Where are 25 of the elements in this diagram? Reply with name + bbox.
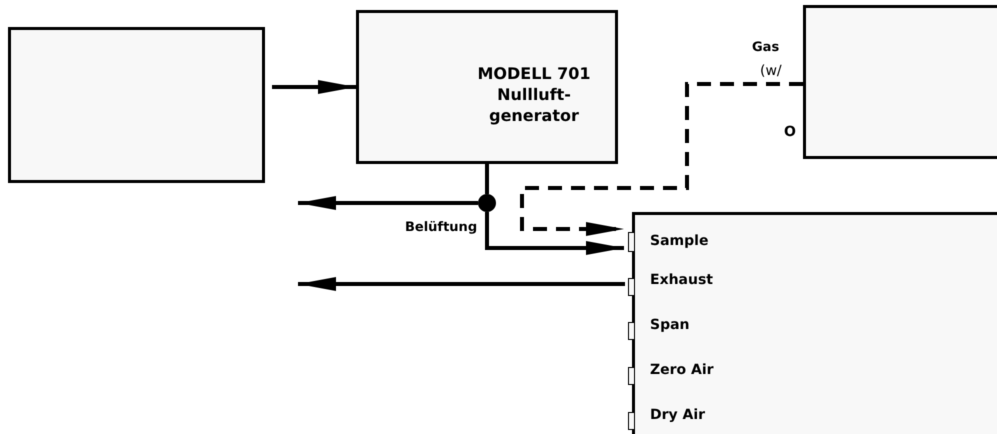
node-title: MODELL 701 Nullluft-generator [476, 63, 592, 126]
port-label: Exhaust [650, 272, 713, 288]
port-connector [628, 232, 635, 252]
port-connector [628, 367, 635, 385]
port-connector [628, 412, 635, 430]
dashed-arrow [520, 82, 803, 236]
flow-label: Belüftung [405, 220, 478, 235]
port-connector [628, 322, 635, 340]
port-connector [628, 278, 635, 296]
port-label: O [784, 124, 796, 140]
port-label: (w/ [760, 63, 782, 79]
port-label: Zero Air [650, 362, 714, 378]
port-label: Gas [752, 40, 780, 55]
arrow [485, 212, 624, 255]
arrow [272, 80, 356, 94]
process-box [356, 10, 618, 164]
port-label: Dry Air [650, 407, 706, 423]
arrow [298, 196, 478, 210]
process-box [8, 27, 265, 183]
port-label: Sample [650, 233, 708, 249]
process-box [803, 5, 997, 159]
connector-line [485, 164, 489, 194]
port-label: Span [650, 317, 690, 333]
arrow [298, 277, 625, 291]
junction-dot [478, 194, 496, 212]
